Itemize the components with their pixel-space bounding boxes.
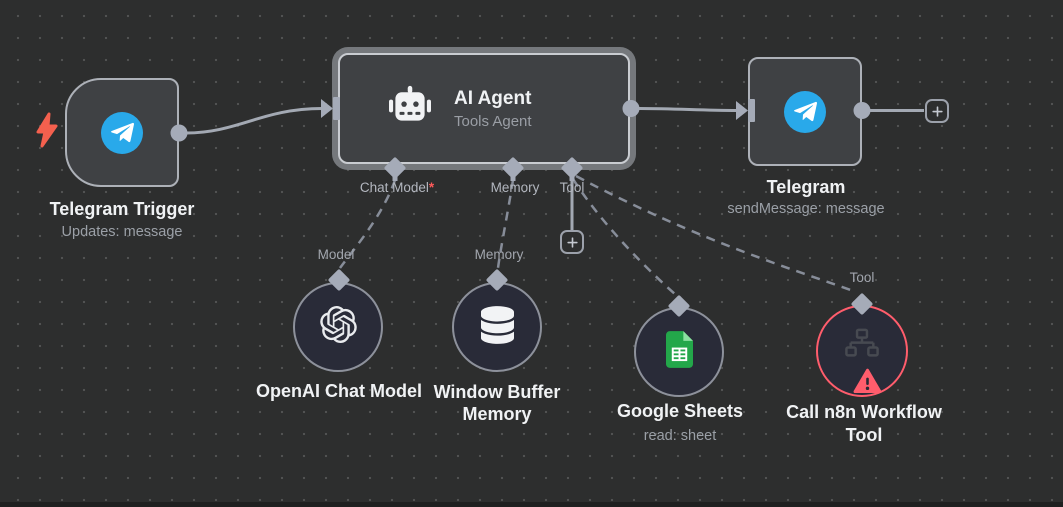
google-sheets-icon xyxy=(665,331,693,373)
port-label-memory: Memory xyxy=(490,180,540,195)
node-title-telegram-trigger: Telegram Trigger xyxy=(49,199,195,219)
telegram-icon xyxy=(784,90,826,133)
node-title-call-n8n-workflow-tool: Call n8n Workflow Tool xyxy=(786,402,942,445)
edge-trigger-to-agent[interactable] xyxy=(185,107,323,135)
port-label-memory-node: Memory xyxy=(474,247,524,262)
node-call-n8n-workflow-tool[interactable] xyxy=(816,305,908,397)
sitemap-icon xyxy=(845,328,879,365)
database-icon xyxy=(480,305,514,349)
node-subtitle-google-sheets: read: sheet xyxy=(643,428,717,444)
node-ai-agent[interactable]: AI Agent Tools Agent xyxy=(338,53,630,164)
node-telegram[interactable] xyxy=(748,57,862,166)
add-node-button-right[interactable] xyxy=(925,99,949,123)
port-label-model: Model xyxy=(317,247,355,262)
node-subtitle-ai-agent: Tools Agent xyxy=(454,112,532,130)
node-openai-chat-model[interactable] xyxy=(293,282,383,372)
plus-icon xyxy=(931,105,943,117)
node-telegram-trigger[interactable] xyxy=(65,78,179,187)
node-subtitle-telegram-trigger: Updates: message xyxy=(61,224,183,240)
node-subtitle-telegram: sendMessage: message xyxy=(727,201,885,217)
input-arrow-ai-agent[interactable] xyxy=(321,99,333,118)
robot-icon xyxy=(388,85,432,132)
node-title-telegram: Telegram xyxy=(766,177,846,197)
node-window-buffer-memory[interactable] xyxy=(452,282,542,372)
plus-icon xyxy=(566,236,578,248)
node-title-ai-agent: AI Agent xyxy=(454,87,532,109)
canvas-bottom-edge xyxy=(0,502,1063,507)
port-label-tool: Tool xyxy=(559,180,585,195)
port-label-chat-model: Chat Model* xyxy=(359,180,435,195)
add-tool-button[interactable] xyxy=(560,230,584,254)
node-google-sheets[interactable] xyxy=(634,307,724,397)
required-asterisk: * xyxy=(428,180,435,195)
openai-icon xyxy=(319,306,357,348)
edge-agent-to-telegram[interactable] xyxy=(638,107,738,112)
warning-icon xyxy=(853,368,882,399)
input-arrow-telegram[interactable] xyxy=(736,101,748,120)
edge-agent-to-sheets-tool[interactable] xyxy=(571,178,677,296)
node-title-openai-chat-model: OpenAI Chat Model xyxy=(256,381,422,401)
node-title-window-buffer-memory: Window Buffer Memory xyxy=(433,382,561,424)
port-label-tool-node: Tool xyxy=(849,270,875,285)
node-title-google-sheets: Google Sheets xyxy=(616,401,744,421)
telegram-icon xyxy=(101,111,143,154)
